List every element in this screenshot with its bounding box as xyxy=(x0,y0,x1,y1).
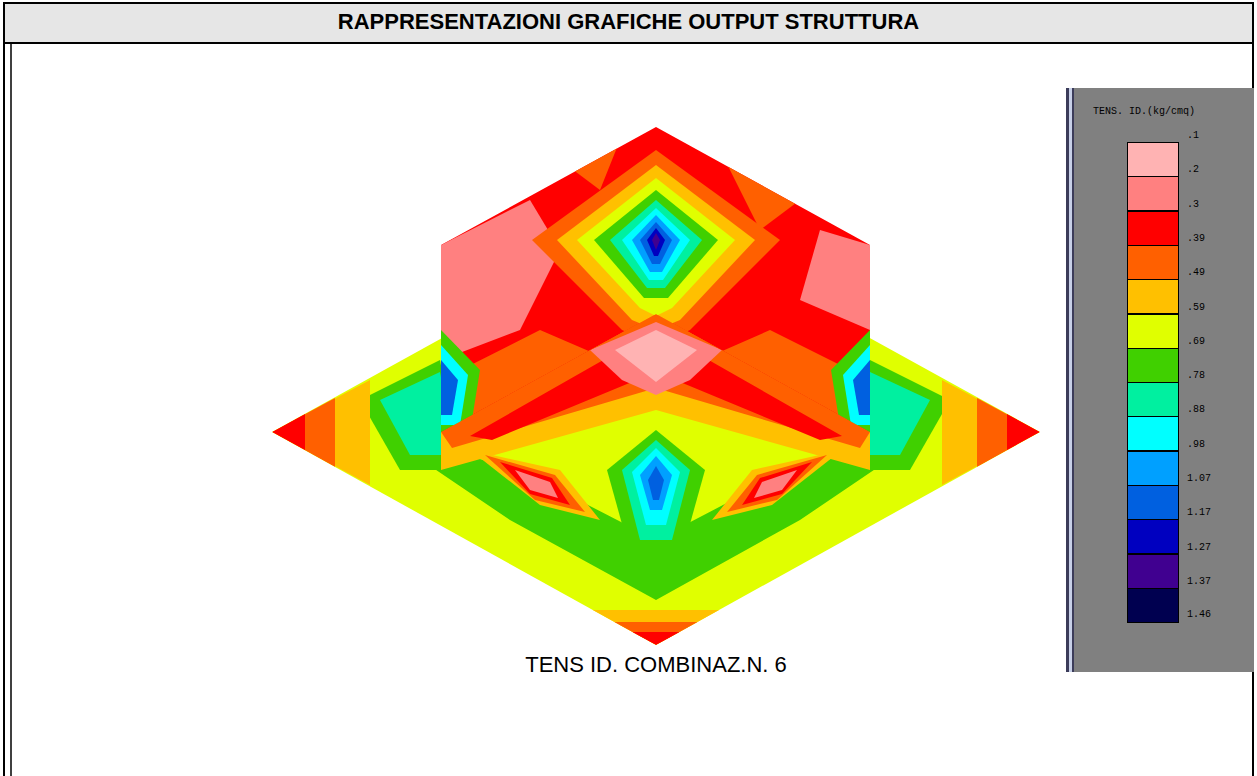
legend-swatch xyxy=(1127,451,1179,486)
legend-swatch xyxy=(1127,554,1179,589)
legend-value: .78 xyxy=(1187,370,1205,381)
legend-swatch xyxy=(1127,176,1179,211)
legend-swatch xyxy=(1127,142,1179,177)
page-heading: RAPPRESENTAZIONI GRAFICHE OUTPUT STRUTTU… xyxy=(4,9,1253,35)
legend-value: 1.27 xyxy=(1187,542,1211,553)
legend-value: 1.17 xyxy=(1187,507,1211,518)
legend-value: .49 xyxy=(1187,267,1205,278)
legend-value: 1.37 xyxy=(1187,576,1211,587)
legend-swatch xyxy=(1127,245,1179,280)
legend-swatch xyxy=(1127,588,1179,623)
legend-value: 1.46 xyxy=(1187,609,1211,620)
legend-value: .88 xyxy=(1187,404,1205,415)
legend-swatch xyxy=(1127,382,1179,417)
legend-swatch xyxy=(1127,519,1179,554)
legend-value: .98 xyxy=(1187,439,1205,450)
legend-value: .69 xyxy=(1187,336,1205,347)
plot-caption: TENS ID. COMBINAZ.N. 6 xyxy=(356,652,956,678)
legend-value: .59 xyxy=(1187,302,1205,313)
legend-value: 1.07 xyxy=(1187,473,1211,484)
legend-heading: TENS. ID.(kg/cmq) xyxy=(1093,106,1195,117)
legend-value: .2 xyxy=(1187,164,1199,175)
legend-value: .39 xyxy=(1187,233,1205,244)
legend-swatch xyxy=(1127,348,1179,383)
legend-value: .1 xyxy=(1187,130,1199,141)
legend-swatch xyxy=(1127,211,1179,246)
legend-swatch xyxy=(1127,416,1179,451)
legend-swatch xyxy=(1127,314,1179,349)
legend-swatch xyxy=(1127,485,1179,520)
legend-value: .3 xyxy=(1187,199,1199,210)
legend-swatch xyxy=(1127,279,1179,314)
